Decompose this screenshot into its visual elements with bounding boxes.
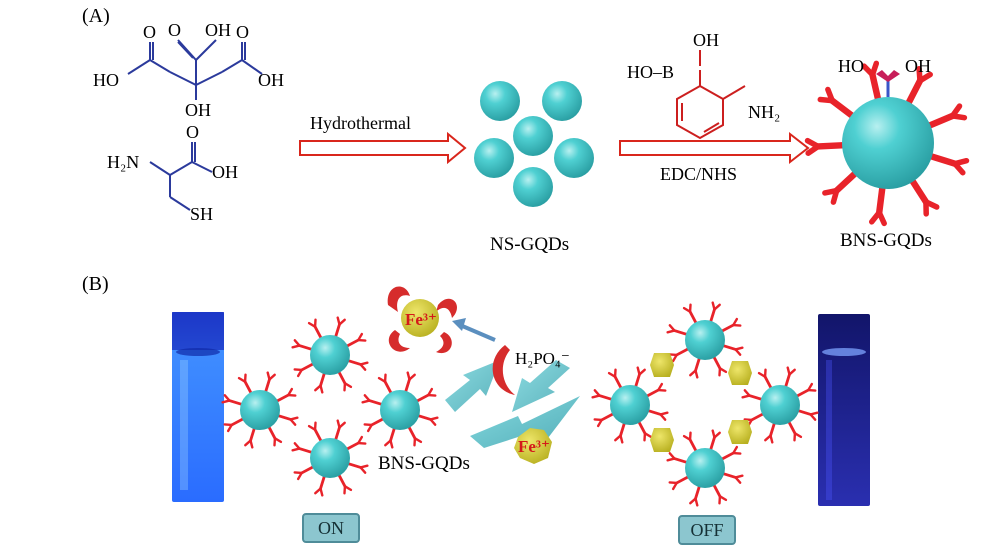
boronic-oh: OH: [693, 30, 719, 50]
fe-phosphate-complex: [387, 286, 458, 354]
on-state-cluster: [221, 316, 439, 497]
fe-ion-bottom: Fe³⁺: [518, 437, 550, 456]
edc-nhs-arrow: [619, 131, 810, 165]
citric-o-left: O: [143, 22, 156, 42]
fe-ion-bound: [650, 353, 674, 377]
fe-ion-bound: [728, 361, 752, 385]
bns-gqd-particle: [666, 429, 744, 507]
ns-gqds-label: NS-GQDs: [490, 234, 569, 255]
cysteine-sh: SH: [190, 204, 213, 224]
bns-gqd-particle: [666, 301, 744, 379]
cysteine-o: O: [186, 122, 199, 142]
bns-gqd-large: [804, 60, 970, 227]
off-state-cluster: [591, 301, 819, 507]
bns-oh-label: OH: [905, 56, 931, 76]
cysteine-h2n: H₂N: [107, 152, 139, 172]
edc-nhs-label: EDC/NHS: [660, 164, 737, 184]
phosphate-anion: [492, 345, 515, 395]
fe-ion-bound: [650, 428, 674, 452]
bns-gqd-particle: [591, 366, 669, 444]
qd-dot: [554, 138, 594, 178]
citric-acid-molecule: [127, 39, 263, 100]
fe-ion-top: Fe³⁺: [405, 310, 437, 329]
panel-b-label: (B): [82, 273, 109, 295]
bns-gqd-particle: [221, 371, 299, 449]
bns-gqds-cluster-label: BNS-GQDs: [378, 453, 470, 474]
bns-gqd-particle: [804, 60, 970, 227]
cysteine-oh: OH: [212, 162, 238, 182]
hydrothermal-label: Hydrothermal: [310, 113, 411, 133]
aminophenylboronic-acid: [676, 50, 746, 140]
vial-off: [818, 314, 870, 506]
phosphate-label: H₂PO₄⁻: [515, 349, 570, 368]
fe-ion-free: [514, 428, 552, 464]
off-state-badge: OFF: [678, 515, 736, 545]
hydrothermal-arrow: [299, 131, 467, 165]
qd-dot: [480, 81, 520, 121]
citric-oh-top: OH: [205, 20, 231, 40]
qd-dot: [542, 81, 582, 121]
boronic-nh2: NH₂: [748, 102, 780, 122]
ns-gqds-cluster: [474, 81, 594, 207]
citric-o-top: O: [168, 20, 181, 40]
off-label: OFF: [690, 519, 724, 540]
cysteine-molecule: [149, 142, 213, 211]
citric-oh-center: OH: [185, 100, 211, 120]
switch-arrows: [445, 360, 580, 448]
panel-a-label: (A): [82, 5, 110, 27]
bns-gqd-particle: [741, 366, 819, 444]
qd-dot: [513, 167, 553, 207]
on-state-badge: ON: [302, 513, 360, 543]
citric-oh-right: OH: [258, 70, 284, 90]
fe-ion-bound: [728, 420, 752, 444]
qd-dot: [513, 116, 553, 156]
bns-gqds-label: BNS-GQDs: [840, 230, 932, 251]
citric-ho-left: HO: [93, 70, 119, 90]
bns-gqd-particle: [361, 371, 439, 449]
on-label: ON: [318, 517, 344, 538]
boronic-ho-b: HO–B: [627, 62, 674, 82]
bns-gqd-particle: [291, 419, 369, 497]
citric-o-right: O: [236, 22, 249, 42]
qd-dot: [474, 138, 514, 178]
vial-on: [172, 312, 224, 502]
bns-ho-label: HO: [838, 56, 864, 76]
bns-gqd-particle: [291, 316, 369, 394]
release-arrow: [452, 318, 496, 342]
